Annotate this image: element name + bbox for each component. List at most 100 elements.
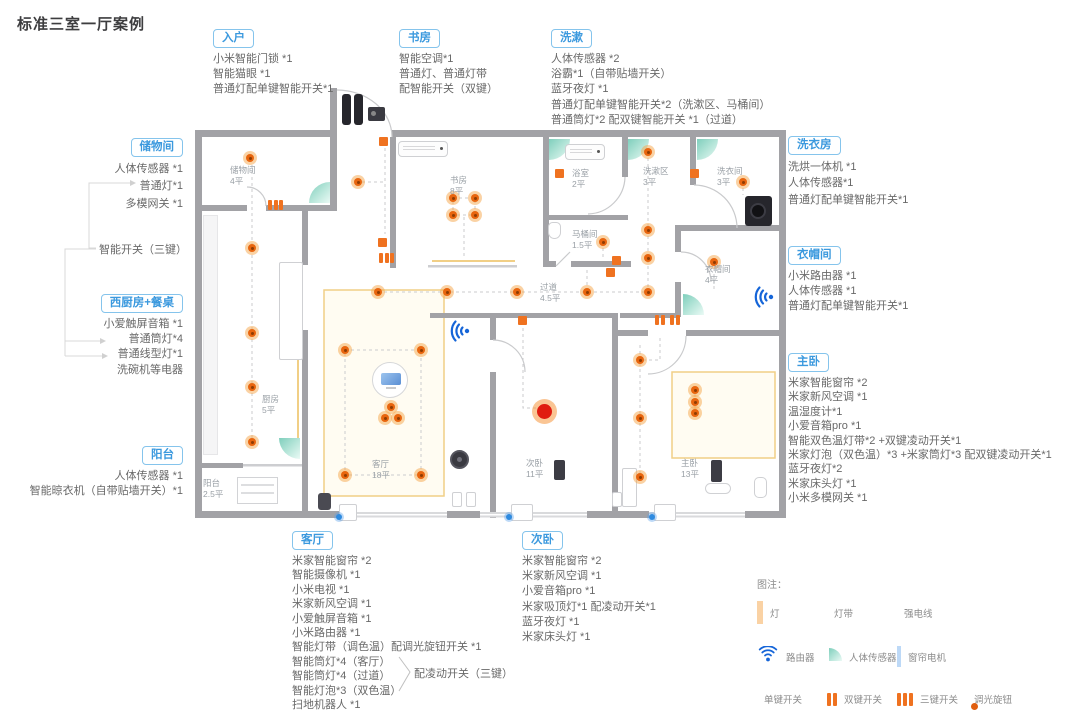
legend-label: 强电线 [904,609,933,620]
tv-icon [372,362,408,398]
light-dot [248,383,256,391]
light-dot [599,238,607,246]
legend-label: 双键开关 [844,695,883,706]
light-dot [739,178,747,186]
router-icon [757,645,779,668]
light-dot [644,226,652,234]
device-list-item: 小米多模网关 *1 [788,492,868,505]
light-dot [513,288,521,296]
note-smart-switch-3key: 智能开关（三键） [99,244,187,256]
device-list-item: 米家智能窗帘 *2 [292,555,372,567]
legend-label: 窗帘电机 [908,653,947,664]
motion-sensor-icon [697,139,718,160]
device-list-item: 普通灯*1 [139,180,183,193]
fridge-icon [279,262,303,360]
door-lock-icon [354,94,363,125]
smart-speaker-icon [318,493,331,510]
fresh-air-unit-icon [754,477,767,498]
motion-sensor-icon [549,139,570,160]
router-icon [754,286,774,308]
device-list-item: 智能晾衣机（自带贴墙开关）*1 [29,485,183,498]
light-dot [246,154,254,162]
legend-label: 灯带 [834,609,854,620]
motion-sensor-icon [628,139,649,160]
floor-device-icon [466,492,476,507]
device-list-item: 洗烘一体机 *1 [788,161,857,173]
light-dot [248,438,256,446]
light-dot [417,471,425,479]
label-box-washing: 洗漱 [551,29,592,48]
legend-item-curtain-motor: 窗帘电机 [897,646,967,668]
wall-switch-1key [379,137,388,146]
router-icon [450,320,470,342]
switch-3-icon [897,692,913,706]
speaker-pad-icon [705,483,731,494]
ceiling-light-dot [537,404,552,419]
wardrobe-icon [622,468,637,507]
device-list-item: 浴霸*1（自带贴墙开关） [551,68,672,81]
device-list-item: 蓝牙夜灯 *1 [551,83,609,96]
light-dot [248,329,256,337]
label-box-master-bedroom: 主卧 [788,353,829,372]
legend-item-router: 路由器 [757,645,827,668]
power-lines [251,148,744,476]
light-dot [374,288,382,296]
page-title: 标准三室一厅案例 [17,16,146,33]
legend-item-switch-3: 三键开关 [897,692,967,706]
label-box-second-bedroom: 次卧 [522,531,563,550]
device-list-item: 小爱触屏音箱 *1 [292,612,372,625]
windows [243,265,745,518]
device-list-item: 人体传感器 *1 [114,163,183,175]
device-list-item: 智能灯带（调色温）配调光旋钮开关 *1 [292,641,482,654]
curtain-motor-dot [336,514,342,520]
wall-switch-1key [378,238,387,247]
label-box-balcony: 阳台 [142,446,183,465]
legend-item-dimmer-knob: 调光旋钮 [967,692,1037,706]
device-list-item: 智能空调*1 [399,53,454,65]
device-list-item: 普通灯配单键智能开关*1 [788,193,909,206]
device-list-item: 普通筒灯*2 配双键智能开关 *1（过道） [551,113,743,126]
light-dot [387,403,395,411]
device-list-item: 扫地机器人 *1 [292,699,361,712]
door-lock-icon [342,94,351,125]
note-lingdong-switch-3key: 配凌动开关（三键） [414,668,513,680]
curtain-icon [654,504,676,521]
device-list-item: 智能筒灯*4（过道） [292,670,391,683]
device-list-item: 米家新风空调 *1 [522,570,602,583]
light-dot [471,194,479,202]
device-list-item: 普通筒灯*4 [128,333,183,346]
light-dot [644,148,652,156]
device-list-item: 小米路由器 *1 [788,270,857,282]
device-list-item: 智能筒灯*4（客厅） [292,655,391,668]
legend-item-light-strip: 灯带 [827,604,897,622]
device-list-item: 小爱音箱pro *1 [522,585,596,598]
light-dot [449,194,457,202]
motion-sensors [279,139,718,459]
device-list-item: 人体传感器*1 [788,177,854,190]
floor-device-icon [612,492,622,507]
legend-label: 单键开关 [764,695,803,706]
device-list-item: 普通灯、普通灯带 [399,68,487,81]
light-dot [691,398,699,406]
bath-heater-icon [565,144,605,160]
motion-sensor-icon [683,294,704,315]
wall-switch-3key [268,200,283,210]
motion-sensor-icon [279,438,300,459]
connector-arrows [100,180,136,359]
wall-switch-1key [555,169,564,178]
device-list-item: 小米路由器 *1 [292,627,361,640]
legend-item-body-sensor: 人体传感器 [827,646,897,668]
